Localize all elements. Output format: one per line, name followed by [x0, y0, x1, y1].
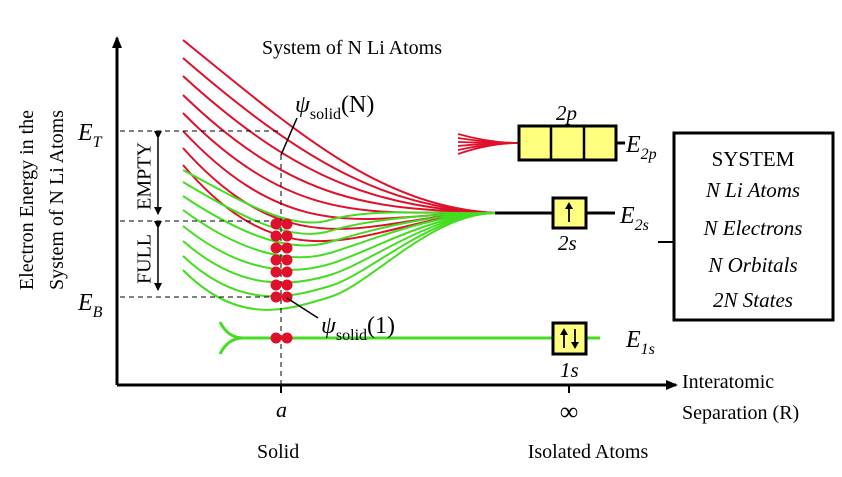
band-full-label: FULL: [134, 234, 156, 284]
electron-dot: [281, 332, 293, 344]
full-band-curve: [182, 212, 496, 271]
full-band-curve: [182, 209, 496, 259]
level-2p-fan-curve: [457, 142, 520, 155]
level-1s-name: 1s: [560, 358, 579, 382]
level-1s-left-fork-2: [218, 336, 244, 355]
x-tick-solid-symbol: a: [276, 397, 287, 422]
orbital-box-2s: [551, 196, 588, 230]
electron-dot: [270, 242, 282, 254]
electron-dot: [281, 218, 293, 230]
full-band-curve: [182, 212, 496, 311]
system-box-title: SYSTEM: [712, 147, 795, 171]
empty-band-curve: [182, 57, 496, 214]
x-axis-label-line2: Separation (R): [682, 402, 799, 424]
band-empty-label: EMPTY: [134, 142, 156, 210]
electron-dot: [281, 254, 293, 266]
x-tick-solid-label: Solid: [257, 441, 299, 463]
full-band-curve: [182, 212, 496, 298]
orbital-box-2p: [517, 124, 618, 162]
full-band-curve: [182, 212, 496, 284]
y-axis-label-line1: Electron Energy in the: [16, 110, 38, 290]
y-axis-label-line2: System of N Li Atoms: [46, 110, 68, 290]
energy-bottom-label: EB: [77, 290, 103, 321]
full-band-curve: [182, 169, 496, 224]
full-band-lines: [182, 169, 496, 311]
level-1s-energy: E1s: [625, 327, 655, 358]
empty-band-curve: [182, 75, 496, 214]
psi-bottom-pointer: [286, 297, 319, 319]
empty-band-curve: [182, 94, 496, 214]
electron-dot: [270, 218, 282, 230]
electron-dot: [281, 242, 293, 254]
psi-top-label: ψsolid(N): [295, 92, 374, 123]
system-box-line-1: N Li Atoms: [705, 178, 800, 202]
electron-dot: [270, 279, 282, 291]
psi-top-pointer: [280, 117, 298, 156]
electron-dot: [270, 291, 282, 303]
diagram-title: System of N Li Atoms: [262, 37, 442, 59]
electron-dot: [281, 230, 293, 242]
x-tick-isolated-label: Isolated Atoms: [528, 441, 649, 463]
electron-dot: [270, 254, 282, 266]
electron-dot: [270, 266, 282, 278]
electron-dot: [281, 266, 293, 278]
empty-band-curve: [182, 39, 496, 214]
x-tick-isolated-symbol: ∞: [560, 397, 579, 426]
level-2p-energy: E2p: [625, 132, 657, 163]
electron-dot: [281, 279, 293, 291]
level-2p-name: 2p: [556, 101, 577, 125]
arrow-up-icon: [565, 202, 573, 222]
electron-dots: [270, 218, 293, 344]
system-box: [672, 131, 835, 322]
psi-bottom-label: ψsolid(1): [321, 313, 395, 344]
full-band-curve: [182, 181, 496, 235]
system-box-line-2: N Electrons: [703, 216, 803, 240]
arrow-up-down-icon: [560, 328, 579, 349]
orbital-box-1s: [551, 321, 588, 356]
electron-dot: [270, 230, 282, 242]
x-axis-label-line1: Interatomic: [682, 371, 774, 393]
level-2s-name: 2s: [558, 231, 577, 255]
level-2s-energy: E2s: [619, 203, 649, 234]
empty-band-curve: [182, 112, 496, 214]
level-1s-left-fork: [218, 321, 244, 340]
energy-top-label: ET: [77, 120, 103, 151]
electron-dot: [270, 332, 282, 344]
system-box-line-3: N Orbitals: [707, 253, 797, 277]
system-box-line-4: 2N States: [713, 288, 793, 312]
full-band-curve: [182, 195, 496, 247]
